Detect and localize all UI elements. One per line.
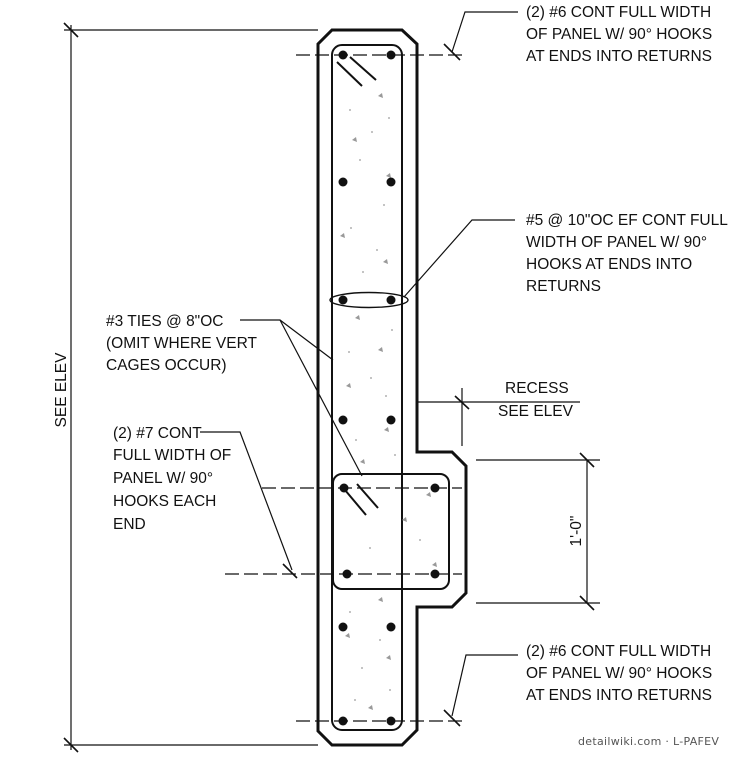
rebar-dot	[386, 295, 396, 305]
rebar-dot	[338, 295, 348, 305]
note-line: SEE ELEV	[498, 403, 574, 420]
rebar	[338, 50, 440, 726]
tie-hook	[349, 56, 377, 81]
note-line: OF PANEL W/ 90° HOOKS	[526, 665, 712, 682]
rebar-dot	[338, 177, 348, 187]
tie-hook	[336, 61, 363, 87]
note-line: (OMIT WHERE VERT	[106, 335, 258, 352]
note-line: CAGES OCCUR)	[106, 357, 227, 374]
rebar-dot	[338, 622, 348, 632]
note-top-bars: (2) #6 CONT FULL WIDTH OF PANEL W/ 90° H…	[526, 4, 712, 65]
note-line: RETURNS	[526, 278, 601, 295]
rib-bars-leader	[200, 431, 293, 571]
bottom-bars-leader	[451, 654, 518, 717]
note-rib-bars: (2) #7 CONT FULL WIDTH OF PANEL W/ 90° H…	[113, 425, 231, 533]
rebar-dot	[386, 415, 396, 425]
concrete-section	[316, 28, 468, 747]
note-line: #3 TIES @ 8"OC	[106, 313, 223, 330]
rebar-dot	[338, 415, 348, 425]
note-line: HOOKS AT ENDS INTO	[526, 256, 692, 273]
leaders	[63, 11, 600, 753]
note-line: END	[113, 516, 146, 533]
rib-tie	[332, 473, 450, 590]
note-line: PANEL W/ 90°	[113, 470, 213, 487]
note-line: OF PANEL W/ 90° HOOKS	[526, 26, 712, 43]
note-line: WIDTH OF PANEL W/ 90°	[526, 234, 707, 251]
note-line: FULL WIDTH OF	[113, 447, 231, 464]
ef-bars-leader	[403, 219, 515, 298]
concrete-hatch	[340, 93, 437, 710]
note-ef-bars: #5 @ 10"OC EF CONT FULL WIDTH OF PANEL W…	[526, 212, 728, 295]
note-line: (2) #6 CONT FULL WIDTH	[526, 643, 711, 660]
ties-leader-2	[279, 319, 363, 477]
note-recess: RECESS SEE ELEV	[498, 380, 574, 420]
note-bottom-bars: (2) #6 CONT FULL WIDTH OF PANEL W/ 90° H…	[526, 643, 712, 704]
top-bars-leader	[451, 11, 518, 53]
note-line: AT ENDS INTO RETURNS	[526, 687, 712, 704]
note-line: #5 @ 10"OC EF CONT FULL	[526, 212, 728, 229]
credit-text: detailwiki.com · L-PAFEV	[578, 735, 719, 748]
note-line: AT ENDS INTO RETURNS	[526, 48, 712, 65]
ef-bars-callout-ellipse	[329, 291, 409, 309]
overall-dimension-label: SEE ELEV	[53, 352, 70, 428]
panel-outline	[316, 28, 468, 747]
note-line: (2) #6 CONT FULL WIDTH	[526, 4, 711, 21]
rebar-dot	[386, 622, 396, 632]
note-line: HOOKS EACH	[113, 493, 216, 510]
rebar-dot	[386, 177, 396, 187]
note-ties: #3 TIES @ 8"OC (OMIT WHERE VERT CAGES OC…	[106, 313, 258, 374]
rib-dimension-label: 1'-0"	[568, 516, 585, 547]
main-tie	[331, 44, 403, 731]
note-line: (2) #7 CONT	[113, 425, 202, 442]
tie-hook	[344, 489, 367, 516]
note-line: RECESS	[505, 380, 569, 397]
